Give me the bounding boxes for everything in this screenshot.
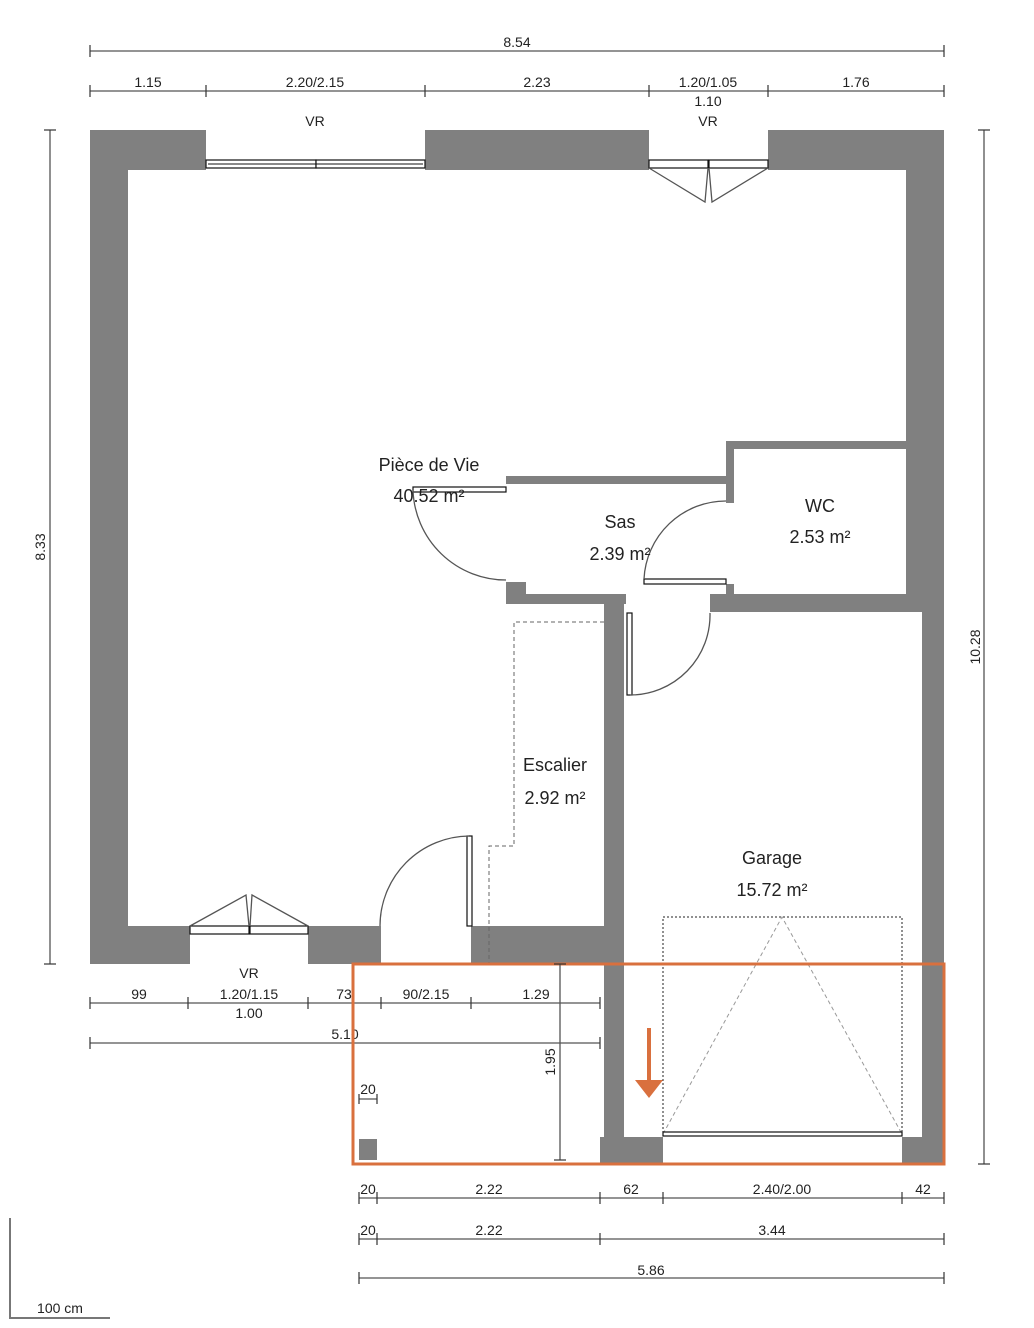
room-area-wc: 2.53 m² (789, 527, 850, 547)
window-top-right[interactable] (648, 159, 769, 204)
svg-text:42: 42 (915, 1181, 931, 1197)
door-sas-garage[interactable] (626, 612, 711, 696)
dimension-garage-total: 5.86 (358, 1262, 945, 1284)
svg-text:1.76: 1.76 (842, 74, 869, 90)
room-area-escalier: 2.92 m² (524, 788, 585, 808)
arrow-down-icon[interactable] (635, 1028, 663, 1098)
room-name-garage: Garage (742, 848, 802, 868)
svg-text:5.10: 5.10 (331, 1026, 358, 1042)
wall-right-upper[interactable] (906, 130, 944, 600)
room-area-piece-de-vie: 40.52 m² (393, 486, 464, 506)
dimension-top-total: 8.54 (89, 34, 945, 57)
room-name-escalier: Escalier (523, 755, 587, 775)
svg-text:1.15: 1.15 (134, 74, 161, 90)
wall-sas-top[interactable] (506, 476, 732, 484)
room-area-sas: 2.39 m² (589, 544, 650, 564)
window-label-top-right: VR (698, 113, 717, 129)
stair-outline[interactable] (488, 621, 604, 964)
wall-garage-bottom-left[interactable] (600, 1137, 663, 1164)
wall-wc-left-upper[interactable] (726, 441, 734, 503)
svg-text:90/2.15: 90/2.15 (403, 986, 450, 1002)
svg-text:99: 99 (131, 986, 147, 1002)
svg-text:20: 20 (360, 1081, 376, 1097)
svg-text:2.23: 2.23 (523, 74, 550, 90)
svg-text:20: 20 (360, 1181, 376, 1197)
svg-text:62: 62 (623, 1181, 639, 1197)
window-bottom-left[interactable] (189, 893, 309, 935)
dimension-bottom-total: 5.10 (89, 1026, 601, 1049)
dimension-left-total: 8.33 (32, 129, 56, 965)
dimension-right-total: 10.28 (967, 129, 990, 1165)
wall-left[interactable] (90, 130, 128, 964)
scale-bar: 100 cm (9, 1218, 110, 1319)
wall-wc-top[interactable] (726, 441, 944, 449)
dimension-top-segments: 1.15 2.20/2.15 2.23 1.20/1.05 1.76 1.10 (89, 74, 945, 109)
dimension-garage-segments: 20 2.22 62 2.40/2.00 42 (358, 1181, 945, 1204)
wall-wc-bottom[interactable] (710, 594, 940, 612)
wall-wc-left-lower[interactable] (726, 584, 734, 612)
room-name-piece-de-vie: Pièce de Vie (379, 455, 480, 475)
scale-label: 100 cm (37, 1300, 83, 1316)
window-label-top-left: VR (305, 113, 324, 129)
door-sas-wc[interactable] (643, 500, 727, 585)
wall-sas-bottom[interactable] (506, 594, 626, 604)
svg-text:2.40/2.00: 2.40/2.00 (753, 1181, 812, 1197)
wall-bottom-left[interactable] (90, 926, 190, 964)
room-name-sas: Sas (604, 512, 635, 532)
door-living-sas[interactable] (412, 486, 507, 581)
walls (90, 130, 944, 1164)
svg-text:1.00: 1.00 (235, 1005, 262, 1021)
wall-top-middle[interactable] (425, 130, 649, 170)
dimension-selection-height: 1.95 (542, 963, 566, 1161)
room-area-garage: 15.72 m² (736, 880, 807, 900)
wall-garage-left[interactable] (604, 600, 624, 1164)
svg-text:20: 20 (360, 1222, 376, 1238)
window-top-left[interactable] (205, 159, 426, 169)
svg-text:1.20/1.15: 1.20/1.15 (220, 986, 279, 1002)
svg-text:8.54: 8.54 (503, 34, 530, 50)
svg-text:1.95: 1.95 (542, 1048, 558, 1075)
dimension-bottom-segments: 99 1.20/1.15 73 90/2.15 1.29 1.00 (89, 986, 601, 1021)
svg-text:10.28: 10.28 (967, 629, 983, 664)
wall-right-garage[interactable] (922, 600, 944, 1164)
svg-text:1.20/1.05: 1.20/1.05 (679, 74, 738, 90)
dimension-garage-segments-2: 20 2.22 3.44 (358, 1222, 945, 1245)
wall-bottom-right[interactable] (471, 926, 611, 964)
wall-bottom-mid[interactable] (308, 926, 381, 964)
svg-text:2.22: 2.22 (475, 1181, 502, 1197)
svg-text:5.86: 5.86 (637, 1262, 664, 1278)
garage-door[interactable] (662, 915, 903, 1137)
svg-text:1.29: 1.29 (522, 986, 549, 1002)
wall-garage-bottom-right[interactable] (902, 1137, 944, 1164)
svg-text:1.10: 1.10 (694, 93, 721, 109)
svg-text:2.22: 2.22 (475, 1222, 502, 1238)
post[interactable] (359, 1139, 377, 1160)
svg-text:8.33: 8.33 (32, 533, 48, 560)
door-entrance[interactable] (379, 835, 473, 927)
svg-text:73: 73 (336, 986, 352, 1002)
room-name-wc: WC (805, 496, 835, 516)
dimension-selection-small: 20 (358, 1081, 378, 1104)
selection-box[interactable] (351, 962, 946, 1166)
window-label-bottom-left: VR (239, 965, 258, 981)
svg-text:2.20/2.15: 2.20/2.15 (286, 74, 345, 90)
svg-text:3.44: 3.44 (758, 1222, 785, 1238)
